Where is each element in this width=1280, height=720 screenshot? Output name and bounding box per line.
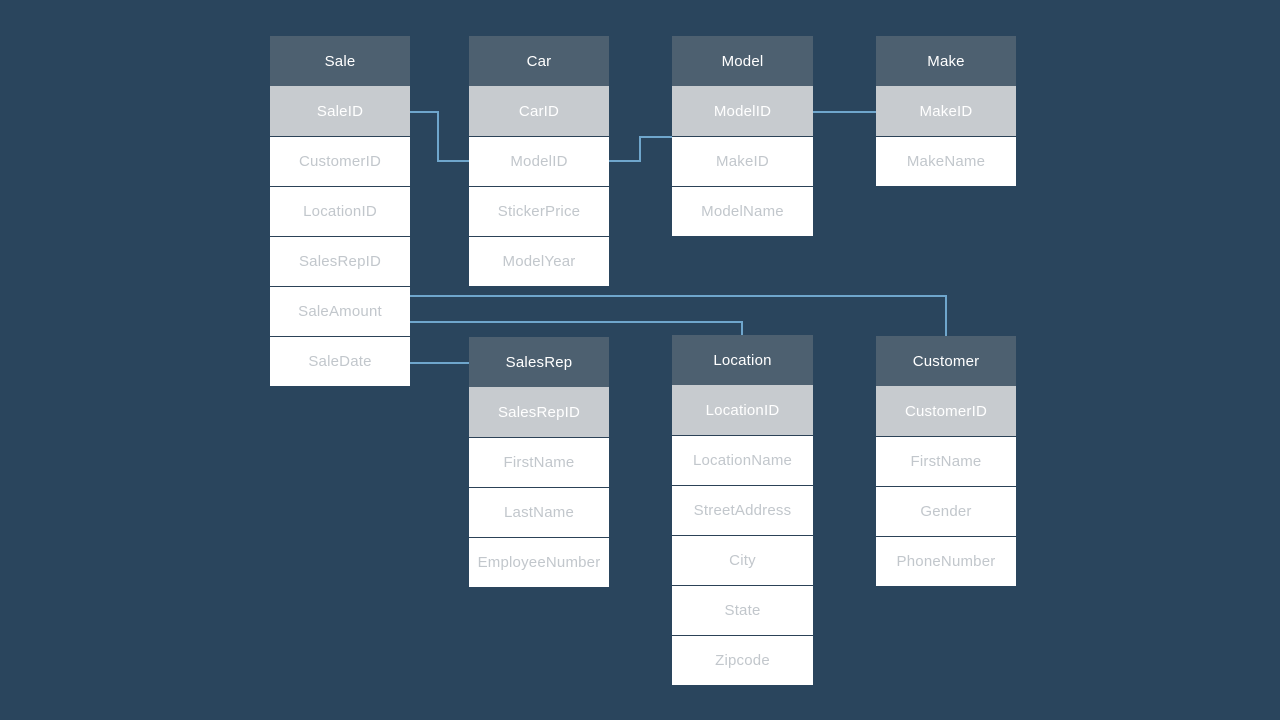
primary-key-field[interactable]: MakeID	[876, 86, 1016, 136]
relationship-line	[410, 111, 469, 162]
entity-title: Location	[672, 335, 813, 385]
entity-field[interactable]: MakeName	[876, 136, 1016, 186]
entity-field[interactable]: ModelID	[469, 136, 609, 186]
entity-field[interactable]: Zipcode	[672, 635, 813, 685]
entity-field[interactable]: Gender	[876, 486, 1016, 536]
entity-field[interactable]: City	[672, 535, 813, 585]
entity-title: SalesRep	[469, 337, 609, 387]
entity-field[interactable]: EmployeeNumber	[469, 537, 609, 587]
entity-field[interactable]: PhoneNumber	[876, 536, 1016, 586]
entity-title: Sale	[270, 36, 410, 86]
entity-field[interactable]: State	[672, 585, 813, 635]
entity-field[interactable]: CustomerID	[270, 136, 410, 186]
entity-field[interactable]: StickerPrice	[469, 186, 609, 236]
primary-key-field[interactable]: CarID	[469, 86, 609, 136]
primary-key-field[interactable]: SalesRepID	[469, 387, 609, 437]
entity-field[interactable]: SaleAmount	[270, 286, 410, 336]
entity-field[interactable]: LocationID	[270, 186, 410, 236]
primary-key-field[interactable]: LocationID	[672, 385, 813, 435]
entity-title: Car	[469, 36, 609, 86]
entity-title: Make	[876, 36, 1016, 86]
entity-field[interactable]: FirstName	[876, 436, 1016, 486]
entity-field[interactable]: SalesRepID	[270, 236, 410, 286]
entity-title: Customer	[876, 336, 1016, 386]
primary-key-field[interactable]: SaleID	[270, 86, 410, 136]
entity-title: Model	[672, 36, 813, 86]
entity-field[interactable]: LastName	[469, 487, 609, 537]
entity-field[interactable]: ModelName	[672, 186, 813, 236]
entity-field[interactable]: FirstName	[469, 437, 609, 487]
primary-key-field[interactable]: ModelID	[672, 86, 813, 136]
entity-field[interactable]: SaleDate	[270, 336, 410, 386]
entity-field[interactable]: ModelYear	[469, 236, 609, 286]
entity-field[interactable]: MakeID	[672, 136, 813, 186]
primary-key-field[interactable]: CustomerID	[876, 386, 1016, 436]
relationship-line	[609, 136, 672, 162]
relationship-line	[410, 295, 947, 336]
relationship-line	[410, 321, 743, 335]
entity-field[interactable]: LocationName	[672, 435, 813, 485]
entity-field[interactable]: StreetAddress	[672, 485, 813, 535]
